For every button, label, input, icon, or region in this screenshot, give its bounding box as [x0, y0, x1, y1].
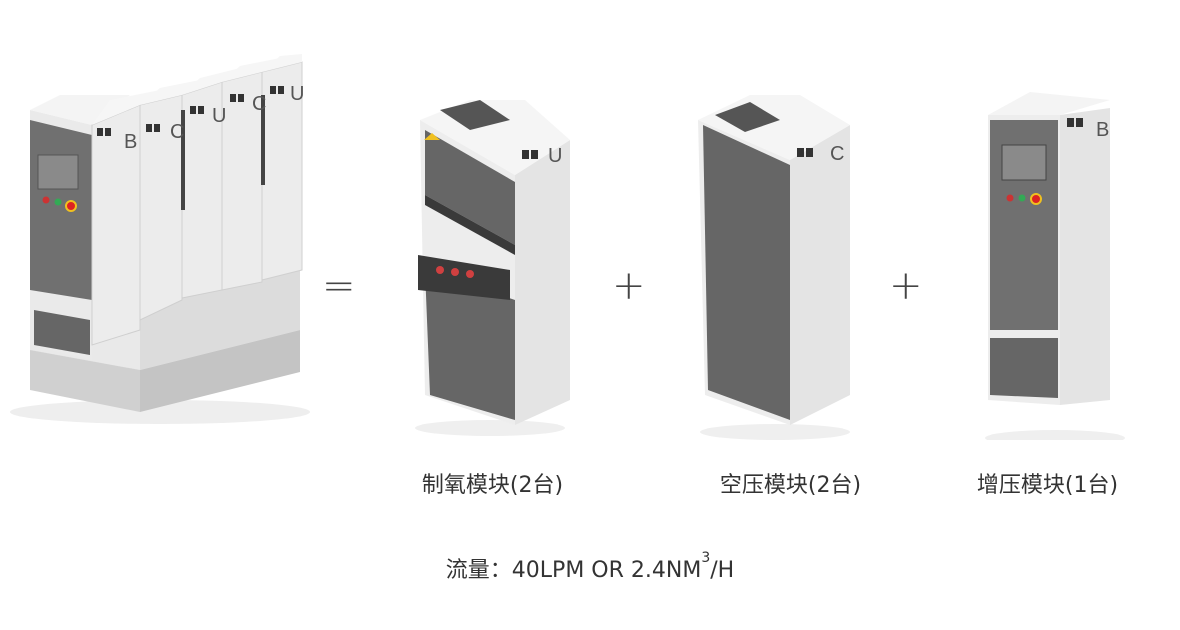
oxygen-module-caption: 制氧模块(2台)	[421, 473, 564, 498]
booster-module-caption: 增压模块(1台)	[976, 473, 1119, 498]
assembly-letter-5: U	[290, 83, 304, 105]
plus-sign-1: +	[612, 263, 646, 309]
flow-rate: 流量：40LPM OR 2.4NM3/H	[0, 550, 1180, 584]
booster-module-image: B	[985, 92, 1125, 440]
assembly-letter-2: C	[170, 121, 184, 143]
booster-module-letter: B	[1096, 119, 1109, 141]
plus-sign-2: +	[889, 263, 923, 309]
oxygen-module-image: U	[415, 100, 570, 436]
flow-label: 流量：	[445, 558, 512, 583]
flow-superscript: 3	[701, 550, 711, 566]
flow-value: 40LPM OR 2.4NM	[511, 558, 702, 583]
assembly-letter-3: U	[212, 105, 226, 127]
compressor-module-letter: C	[830, 143, 844, 165]
compressor-module-caption: 空压模块(2台)	[719, 473, 862, 498]
compressor-module-image: C	[698, 95, 850, 440]
assembled-unit-image: B C U C U	[10, 54, 310, 424]
flow-unit: /H	[710, 558, 735, 583]
assembly-letter-4: C	[252, 93, 266, 115]
assembly-letter-1: B	[124, 131, 137, 153]
equals-sign: =	[322, 263, 356, 309]
illustration: B C U C U U	[10, 54, 1125, 440]
oxygen-module-letter: U	[548, 145, 562, 167]
